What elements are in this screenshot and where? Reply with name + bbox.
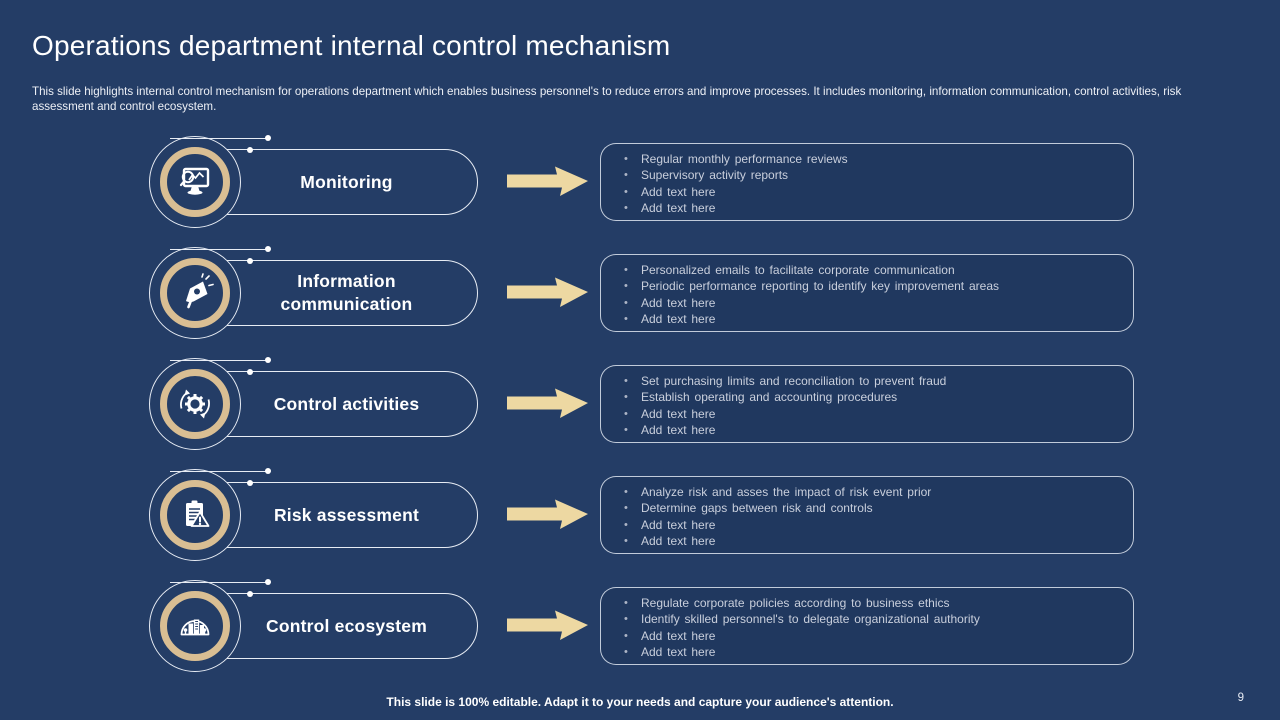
stage-label-wrap: Control ecosystem: [215, 593, 478, 659]
icon-ring: [160, 258, 230, 328]
connector-line: [170, 470, 268, 472]
connector-dot: [247, 257, 253, 264]
stage-label-wrap: Risk assessment: [215, 482, 478, 548]
connector-dot: [247, 590, 253, 597]
icon-ring: [160, 369, 230, 439]
bullet-item: Personalized emails to facilitate corpor…: [623, 262, 1115, 279]
details-panel: Regular monthly performance reviews Supe…: [600, 143, 1134, 221]
stage-label: Risk assessment: [273, 504, 420, 525]
connector-dot: [265, 134, 271, 141]
details-panel: Personalized emails to facilitate corpor…: [600, 254, 1134, 332]
details-panel: Set purchasing limits and reconciliation…: [600, 365, 1134, 443]
page-number: 9: [1237, 692, 1244, 704]
connector-dot: [247, 146, 253, 153]
stage-label: Control ecosystem: [266, 615, 427, 636]
bullet-item: Set purchasing limits and reconciliation…: [623, 373, 1115, 390]
process-row-monitoring: Monitoring Regular monthly per: [0, 132, 1280, 232]
page-title: Operations department internal control m…: [32, 30, 671, 61]
icon-ring: [160, 147, 230, 217]
gear-sync-icon: [175, 384, 215, 424]
connector-line: [170, 248, 268, 250]
icon-ring: [160, 480, 230, 550]
bullet-item: Regular monthly performance reviews: [623, 151, 1115, 168]
process-row-control-activities: Control activities: [0, 354, 1280, 454]
connector-dot: [265, 245, 271, 252]
arrow-right-icon: [507, 277, 588, 307]
monitor-search-icon: [175, 162, 215, 202]
bullet-list: Personalized emails to facilitate corpor…: [623, 262, 1115, 327]
connector-line: [170, 137, 268, 139]
bullet-item: Add text here: [623, 295, 1115, 312]
bullet-item: Identify skilled personnel's to delegate…: [623, 611, 1115, 628]
stage-label: Information communication: [280, 271, 413, 314]
bullet-list: Analyze risk and asses the impact of ris…: [623, 484, 1115, 549]
bullet-item: Add text here: [623, 644, 1115, 661]
bullet-list: Regular monthly performance reviews Supe…: [623, 151, 1115, 216]
bullet-item: Add text here: [623, 184, 1115, 201]
stage-label-wrap: Information communication: [215, 260, 478, 326]
stage-label: Control activities: [273, 393, 420, 414]
connector-dot: [265, 578, 271, 585]
icon-ring: [160, 591, 230, 661]
details-panel: Analyze risk and asses the impact of ris…: [600, 476, 1134, 554]
arrow-right-icon: [507, 610, 588, 640]
bullet-item: Add text here: [623, 200, 1115, 217]
process-row-information-communication: Information communication Personalized e…: [0, 243, 1280, 343]
arrow-right-icon: [507, 388, 588, 418]
bullet-item: Determine gaps between risk and controls: [623, 500, 1115, 517]
dome-buildings-icon: [175, 606, 215, 646]
process-row-control-ecosystem: Control ecosystem: [0, 576, 1280, 676]
bullet-item: Add text here: [623, 628, 1115, 645]
bullet-list: Set purchasing limits and reconciliation…: [623, 373, 1115, 438]
bullet-item: Add text here: [623, 311, 1115, 328]
stage-label-wrap: Control activities: [215, 371, 478, 437]
bullet-item: Add text here: [623, 406, 1115, 423]
connector-dot: [247, 479, 253, 486]
stage-label: Monitoring: [300, 171, 393, 192]
bullet-item: Add text here: [623, 517, 1115, 534]
connector-line: [170, 581, 268, 583]
process-row-risk-assessment: Risk assessment Analyze risk a: [0, 465, 1280, 565]
footer-note: This slide is 100% editable. Adapt it to…: [386, 695, 894, 709]
bullet-item: Add text here: [623, 422, 1115, 439]
stage-label-wrap: Monitoring: [215, 149, 478, 215]
clipboard-warning-icon: [175, 495, 215, 535]
megaphone-icon: [175, 273, 215, 313]
bullet-item: Supervisory activity reports: [623, 167, 1115, 184]
bullet-list: Regulate corporate policies according to…: [623, 595, 1115, 660]
bullet-item: Add text here: [623, 533, 1115, 550]
bullet-item: Establish operating and accounting proce…: [623, 389, 1115, 406]
connector-dot: [247, 368, 253, 375]
slide-subtitle: This slide highlights internal control m…: [32, 85, 1182, 113]
bullet-item: Analyze risk and asses the impact of ris…: [623, 484, 1115, 501]
connector-line: [170, 359, 268, 361]
arrow-right-icon: [507, 499, 588, 529]
bullet-item: Regulate corporate policies according to…: [623, 595, 1115, 612]
arrow-right-icon: [507, 166, 588, 196]
details-panel: Regulate corporate policies according to…: [600, 587, 1134, 665]
connector-dot: [265, 356, 271, 363]
bullet-item: Periodic performance reporting to identi…: [623, 278, 1115, 295]
connector-dot: [265, 467, 271, 474]
